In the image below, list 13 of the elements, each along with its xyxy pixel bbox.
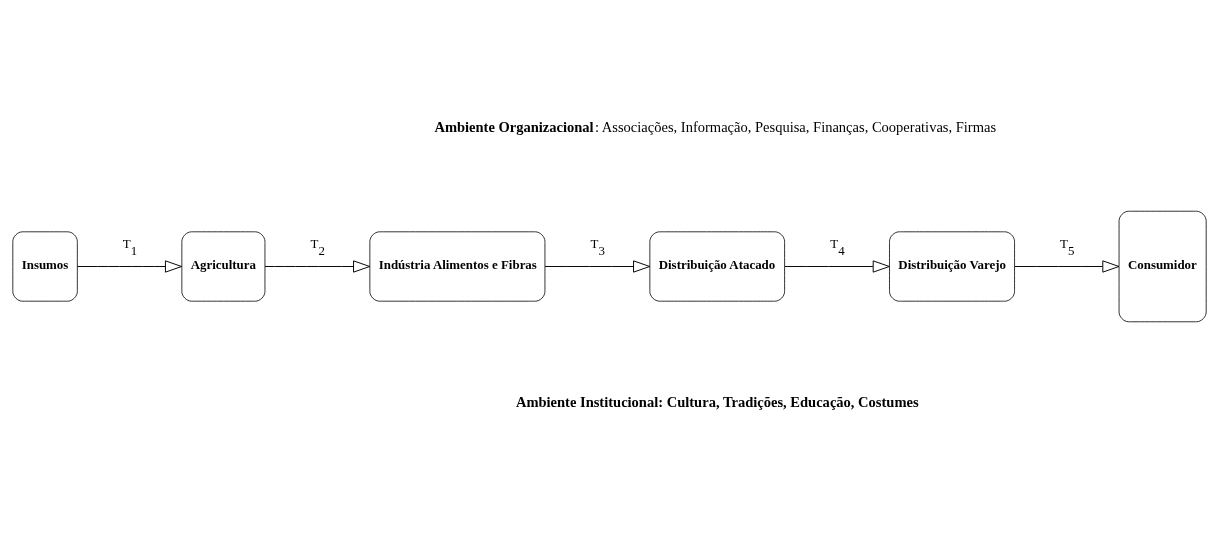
arrow xyxy=(264,260,371,273)
arrow xyxy=(1014,260,1120,273)
node-box: Consumidor xyxy=(1118,210,1207,323)
node-box: Distribuição Atacado xyxy=(649,231,785,302)
arrow xyxy=(784,260,890,273)
arrow xyxy=(544,260,651,273)
node-box: Distribuição Varejo xyxy=(889,231,1015,302)
node-box: Indústria Alimentos e Fibras xyxy=(369,231,546,302)
node-box: Agricultura xyxy=(181,231,266,302)
label: Ambiente Organizacional: Associações, Informação, Pesquisa, Finanças, Cooperativas, Firmas xyxy=(434,118,997,135)
node-box: Insumos xyxy=(12,231,78,302)
label: Ambiente Institucional: Cultura, Tradições, Educação, Costumes xyxy=(515,393,919,410)
arrow xyxy=(76,260,183,273)
